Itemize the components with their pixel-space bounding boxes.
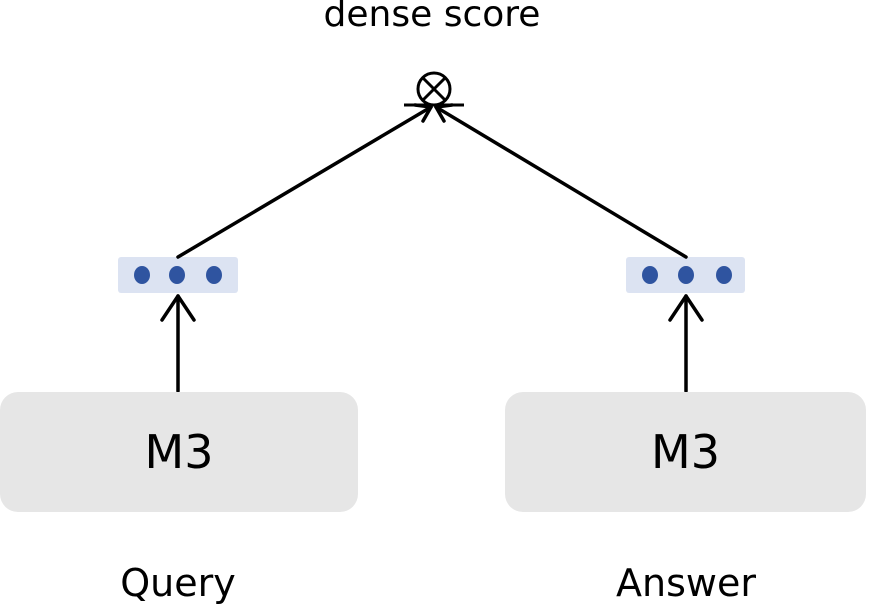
query-encoder-box: M3 <box>0 392 358 512</box>
query-caption: Query <box>120 561 236 605</box>
query-arrowhead <box>160 294 196 322</box>
embedding-dot <box>134 266 150 284</box>
query-to-score-arrow <box>176 105 433 259</box>
embedding-dot <box>716 266 732 284</box>
embedding-dot <box>206 266 222 284</box>
answer-arrowhead <box>668 294 704 322</box>
embedding-dot <box>169 266 185 284</box>
embedding-dot <box>678 266 694 284</box>
answer-encoder-box: M3 <box>505 392 866 512</box>
answer-caption: Answer <box>616 561 756 605</box>
answer-to-score-arrow <box>434 105 688 259</box>
dense-score-title: dense score <box>323 0 541 35</box>
query-encoder-label: M3 <box>144 425 214 479</box>
circle-times-icon <box>416 71 452 107</box>
embedding-dot <box>642 266 658 284</box>
answer-encoder-label: M3 <box>651 425 720 479</box>
